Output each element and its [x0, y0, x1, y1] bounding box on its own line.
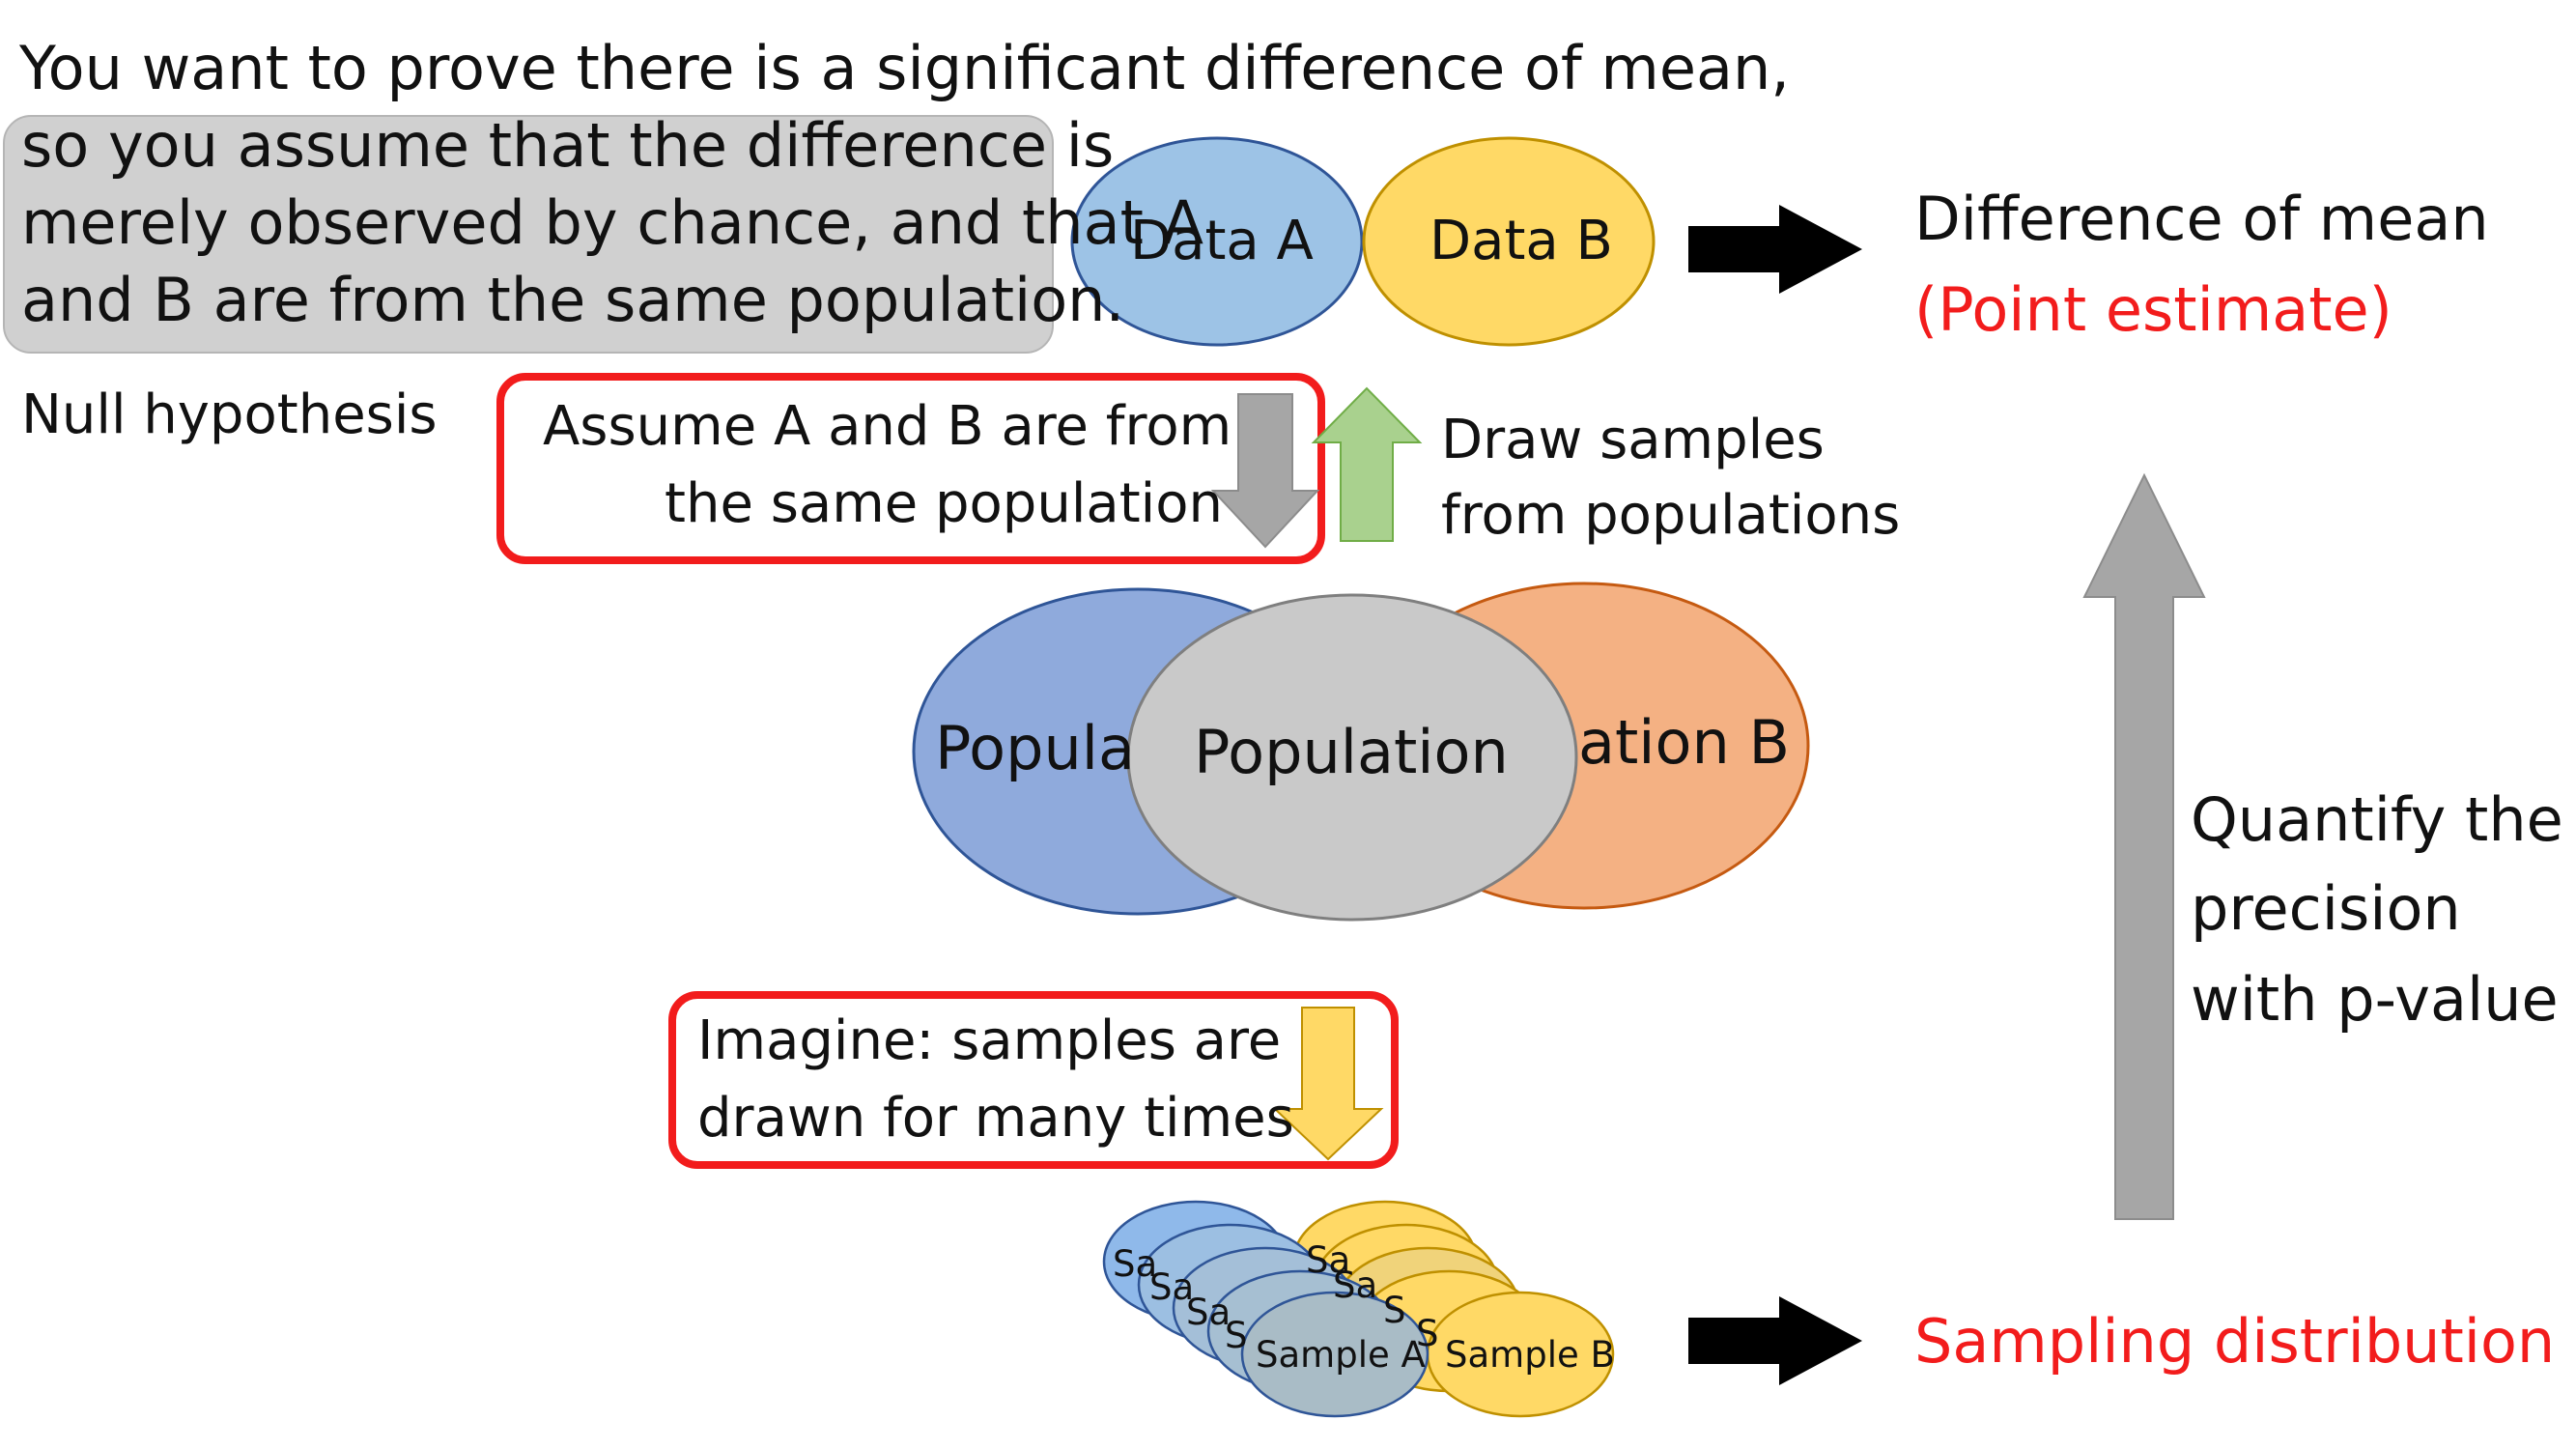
green-up-arrow [1311, 386, 1423, 542]
difference-of-mean-label: Difference of mean [1914, 184, 2489, 254]
sample-a-partial-2: Sa [1149, 1266, 1195, 1308]
assume-box-line-2: the same population [665, 472, 1223, 535]
black-arrow-bottom [1688, 1296, 1862, 1385]
sample-a-partial-4: S [1225, 1315, 1248, 1356]
sample-b-label: Sample B [1445, 1334, 1615, 1376]
intro-box-line-2: merely observed by chance, and that A [21, 187, 1204, 258]
assume-box [496, 373, 1325, 564]
sample-a-stack [1102, 1200, 1430, 1418]
sample-b-partial-4: S [1416, 1313, 1439, 1354]
imagine-box-line-2: drawn for many times [697, 1087, 1294, 1150]
data-a-ellipse [1070, 136, 1364, 347]
yellow-down-arrow [1272, 1007, 1384, 1161]
quantify-line-2: precision [2191, 873, 2461, 944]
quantify-line-1: Quantify the [2191, 784, 2563, 855]
sample-b-partial-3: S [1383, 1290, 1406, 1331]
black-arrow-top [1688, 205, 1862, 294]
sample-a-partial-1: Sa [1113, 1243, 1158, 1285]
data-b-label: Data B [1430, 210, 1613, 272]
sample-a-partial-3: Sa [1186, 1292, 1231, 1333]
point-estimate-label: (Point estimate) [1914, 274, 2392, 345]
imagine-box-line-1: Imagine: samples are [697, 1009, 1282, 1072]
large-gray-up-arrow [2082, 472, 2206, 1220]
data-a-label: Data A [1130, 210, 1314, 272]
intro-box-line-3: and B are from the same population. [21, 265, 1125, 335]
intro-box-line-1: so you assume that the difference is [21, 110, 1115, 181]
intro-box [3, 115, 1054, 354]
population-label: Population [1194, 717, 1509, 787]
data-b-ellipse [1362, 136, 1656, 347]
sample-b-partial-1: Sa [1306, 1239, 1351, 1281]
assume-box-line-1: Assume A and B are from [543, 395, 1232, 458]
population-ellipse [1126, 593, 1578, 922]
draw-samples-line-2: from populations [1441, 484, 1901, 547]
sample-a-label: Sample A [1256, 1334, 1426, 1376]
imagine-box [668, 991, 1399, 1169]
sample-b-partial-2: Sa [1333, 1264, 1378, 1306]
sampling-distribution-label: Sampling distribution [1914, 1306, 2556, 1377]
draw-samples-line-1: Draw samples [1441, 409, 1825, 471]
population-b-label: ation B [1578, 707, 1790, 778]
gray-down-arrow [1210, 393, 1320, 549]
population-a-label: Popula [935, 713, 1135, 783]
null-hypothesis-label: Null hypothesis [21, 384, 438, 446]
intro-line-1: You want to prove there is a significant… [19, 33, 1790, 103]
sample-a-ellipse-5 [1240, 1291, 1430, 1418]
quantify-line-3: with p-value [2191, 964, 2559, 1035]
